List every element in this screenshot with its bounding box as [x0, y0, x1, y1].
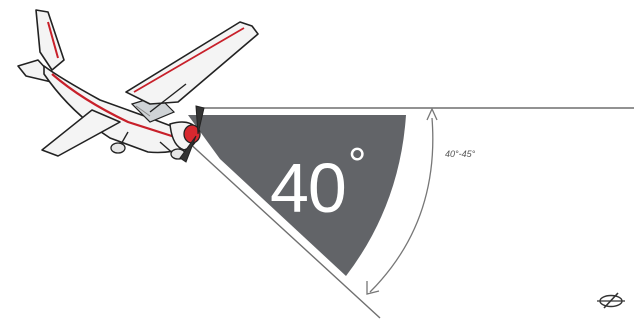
angle-value-label: 40 — [270, 149, 346, 227]
range-arc-arrow-bottom — [367, 281, 379, 294]
degree-symbol: ° — [348, 138, 366, 190]
compass-icon — [597, 293, 625, 308]
angle-range-label: 40°-45° — [445, 149, 476, 159]
